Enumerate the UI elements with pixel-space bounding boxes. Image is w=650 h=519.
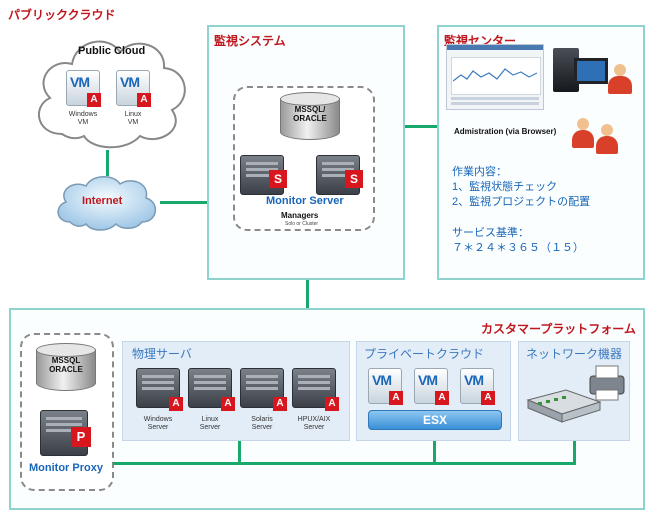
connector-internet-system [160, 201, 208, 204]
public-cloud-label: Public Cloud [78, 45, 146, 57]
managers-sub-label: Solo or Cluster [285, 221, 319, 227]
connector-system-platform [306, 279, 309, 309]
public-vm-linux: VM A [116, 70, 151, 107]
admin-user-icon-1 [608, 64, 632, 94]
agent-badge: A [325, 397, 339, 411]
server-badge: S [345, 170, 363, 188]
browser-screenshot [446, 44, 544, 110]
esx-bar: ESX [368, 410, 502, 430]
bus-drop-network [573, 440, 576, 464]
public-cloud-shape [38, 40, 186, 149]
vm-label: VM [120, 74, 140, 90]
monitor-system-title: 監視システム [214, 34, 286, 48]
server-caption-hpux: HPUX/AIX Server [297, 416, 331, 431]
network-devices-title: ネットワーク機器 [526, 347, 623, 361]
bus-drop-private [433, 440, 436, 464]
agent-badge: A [273, 397, 287, 411]
server-caption-solaris: Solaris Server [251, 416, 273, 431]
agent-badge: A [87, 93, 101, 107]
server-icon-windows: A [136, 368, 183, 411]
agent-badge: A [435, 391, 449, 405]
agent-badge: A [169, 397, 183, 411]
system-database-label: MSSQL/ ORACLE [293, 105, 327, 123]
private-vm-2: VM A [414, 368, 449, 405]
sla-value: ７＊２４＊３６５（１５） [452, 242, 584, 254]
work-item-2: 2、監視プロジェクトの配置 [452, 196, 591, 208]
admin-user-icon-3 [596, 124, 618, 154]
proxy-label: Monitor Proxy [29, 462, 103, 474]
private-cloud-title: プライベートクラウド [364, 347, 485, 361]
vm-label: VM [418, 372, 438, 388]
server-icon-linux: A [188, 368, 235, 411]
network-switch-icon [526, 389, 602, 423]
server-caption-windows: Windows Server [143, 416, 173, 431]
private-vm-3: VM A [460, 368, 495, 405]
agent-badge: A [221, 397, 235, 411]
monitor-server-icon-2: S [316, 155, 363, 195]
server-icon-hpux: A [292, 368, 339, 411]
agent-badge: A [481, 391, 495, 405]
admin-user-icon-2 [572, 118, 594, 148]
vm-label: VM [372, 372, 392, 388]
browser-chart-icon [453, 68, 537, 82]
bus-drop-physical [238, 440, 241, 464]
managers-label: Managers [281, 211, 319, 220]
proxy-server-icon: P [40, 410, 91, 456]
work-item-1: 1、監視状態チェック [452, 181, 558, 193]
connector-cloud-internet [106, 150, 109, 176]
physical-servers-title: 物理サーバ [132, 347, 192, 361]
monitor-server-label: Monitor Server [266, 195, 344, 207]
private-vm-1: VM A [368, 368, 403, 405]
esx-label: ESX [422, 413, 447, 427]
server-badge: S [269, 170, 287, 188]
work-title: 作業内容： [452, 166, 507, 178]
vm-label: VM [464, 372, 484, 388]
proxy-badge: P [71, 427, 91, 447]
public-vm-windows: VM A [66, 70, 101, 107]
public-vm-windows-caption: Windows VM [68, 111, 98, 126]
internet-label: Internet [82, 195, 123, 207]
platform-bus [113, 462, 576, 465]
sla-title: サービス基準： [452, 227, 529, 239]
proxy-database-label: MSSQL ORACLE [49, 356, 83, 374]
admin-monitor-icon [574, 58, 608, 84]
internet-cloud-shape [57, 176, 156, 231]
printer-icon [589, 365, 625, 401]
system-database-icon: MSSQL/ ORACLE [280, 92, 340, 140]
agent-badge: A [137, 93, 151, 107]
proxy-database-icon: MSSQL ORACLE [36, 343, 96, 391]
admin-label: Admistration (via Browser) [454, 127, 557, 136]
vm-label: VM [70, 74, 90, 90]
public-vm-linux-caption: Linux VM [124, 111, 142, 126]
server-caption-linux: Linux Server [199, 416, 221, 431]
monitor-server-icon-1: S [240, 155, 287, 195]
connector-system-center [404, 125, 438, 128]
agent-badge: A [389, 391, 403, 405]
server-icon-solaris: A [240, 368, 287, 411]
public-cloud-title: パブリッククラウド [8, 8, 116, 22]
customer-platform-title: カスタマープラットフォーム [481, 322, 636, 336]
